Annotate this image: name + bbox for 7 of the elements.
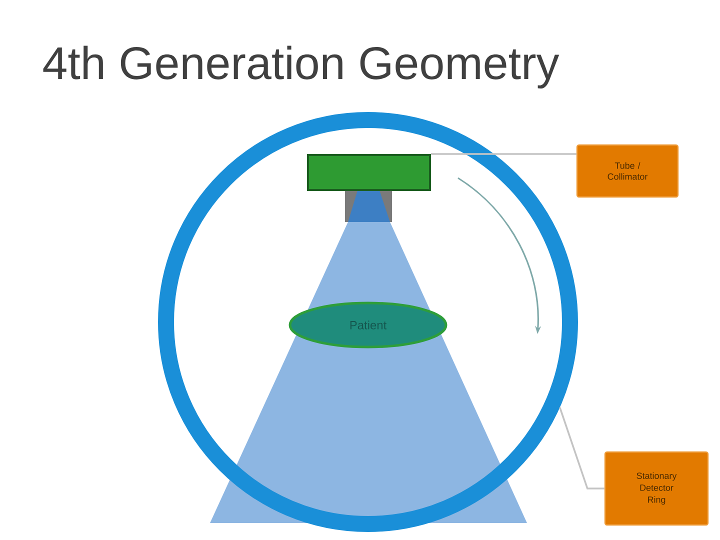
- leader-line: [559, 407, 604, 490]
- detector-ring: [158, 112, 578, 532]
- callout-box: Stationary Detector Ring: [604, 451, 709, 526]
- x-ray-tube: [307, 154, 431, 191]
- title: 4th Generation Geometry: [43, 46, 560, 88]
- leader-line: [431, 153, 576, 155]
- callout-box: Tube / Collimator: [576, 144, 679, 198]
